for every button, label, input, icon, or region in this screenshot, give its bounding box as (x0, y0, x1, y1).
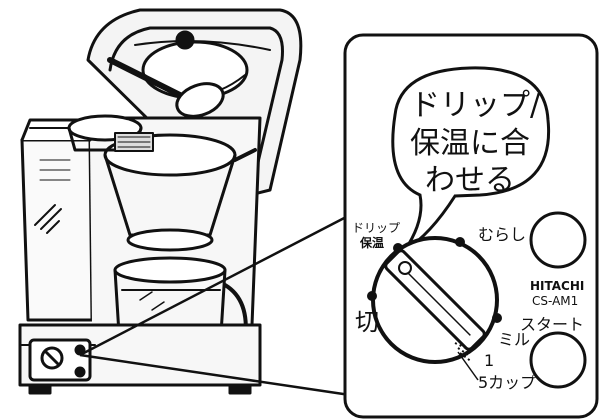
dot-murashi (455, 237, 465, 247)
model-number: CS-AM1 (532, 294, 578, 308)
callout-line-2: 保温に合 (410, 126, 530, 161)
brand-name: HITACHI (530, 279, 584, 293)
label-keep-warm: 保温 (359, 235, 384, 250)
callout-line-1: ドリップ/ (410, 88, 541, 123)
coffee-maker-illustration (18, 8, 303, 395)
dot-drip-keep-warm (393, 243, 403, 253)
label-off: 切 (355, 308, 379, 336)
dot-off (367, 291, 377, 301)
callout-bubble: ドリップ/ 保温に合 わせる (391, 66, 551, 252)
callout-line-3: わせる (425, 163, 515, 198)
start-button[interactable] (529, 331, 587, 389)
label-one: 1 (484, 351, 494, 370)
zoom-pointer (79, 213, 351, 397)
label-murashi: むらし (478, 225, 526, 244)
control-dial[interactable] (371, 236, 499, 364)
label-mill: ミル (498, 330, 530, 349)
cup-scale-line (457, 351, 479, 381)
label-five-cups: 5カップ (478, 373, 536, 392)
dot-mill (492, 313, 502, 323)
start-label: スタート (520, 315, 584, 334)
top-right-button[interactable] (529, 211, 587, 269)
label-drip: ドリップ (352, 221, 400, 235)
dial-indicator-mark (398, 261, 412, 275)
